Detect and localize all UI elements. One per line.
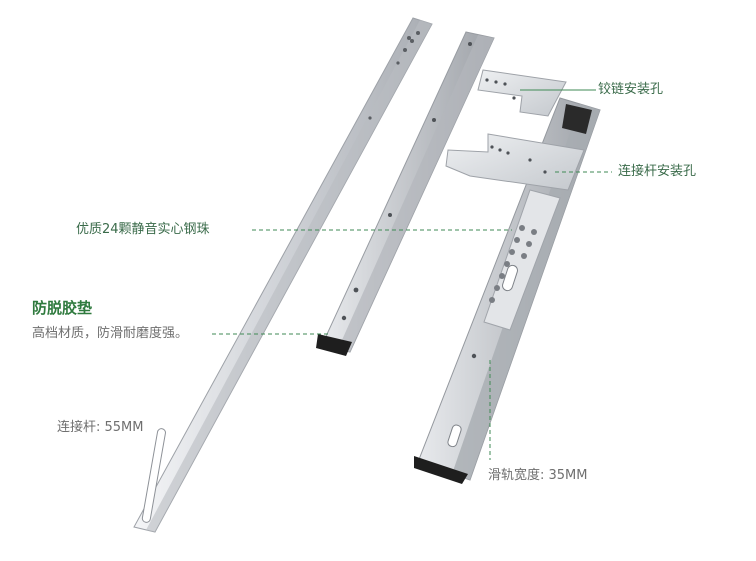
- rod-holes-label: 连接杆安装孔: [618, 164, 697, 179]
- pad-description: 高档材质，防滑耐磨度强。: [32, 326, 189, 341]
- hinge-plate: [477, 69, 567, 117]
- connecting-rod: [133, 17, 433, 533]
- rod-width-label: 连接杆: 55MM: [57, 420, 144, 435]
- outer-rail: [316, 31, 495, 356]
- drawer-rail: [414, 97, 601, 484]
- steel-balls: [489, 225, 537, 303]
- hinge-holes-label: 铰链安装孔: [598, 82, 664, 97]
- rod-plate: [445, 133, 585, 191]
- pad-title: 防脱胶垫: [32, 299, 93, 317]
- leader-lines: [212, 89, 612, 460]
- steel-balls-label: 优质24颗静音实心钢珠: [76, 222, 210, 237]
- rail-width-label: 滑轨宽度: 35MM: [488, 468, 588, 483]
